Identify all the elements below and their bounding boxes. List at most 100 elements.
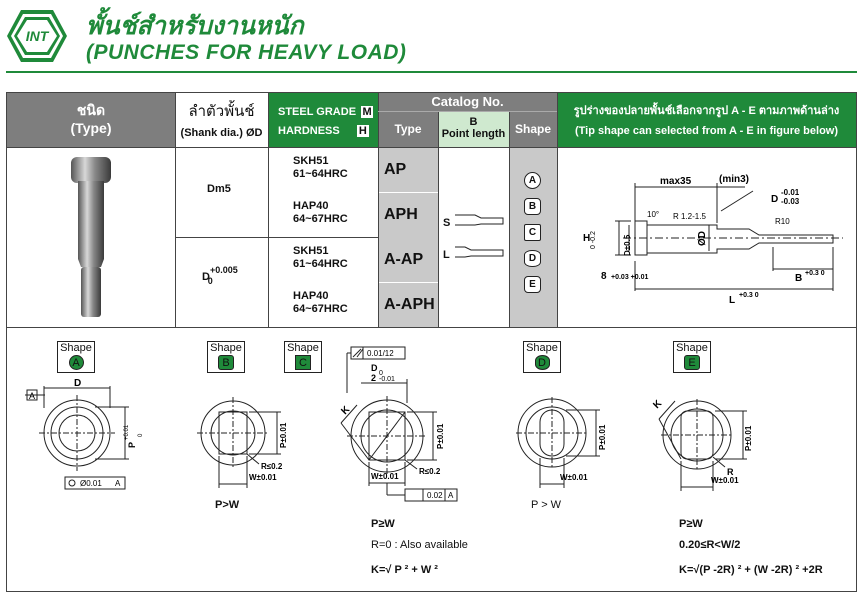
shape-c-d-half: 2 [371, 373, 376, 383]
type-column-header: ชนิด (Type) [7, 93, 175, 147]
shape-a-ref: A [29, 391, 35, 401]
shape-a-p: P [127, 442, 137, 448]
shape-c-note-3: K=√ P ² + W ² [371, 564, 438, 576]
punch-spec-table: ชนิด (Type) ลำตัวพั้นช์ (Shank dia.) ØD … [6, 92, 857, 592]
shape-b-title: Shape [210, 342, 242, 354]
shape-option-b: B [524, 198, 541, 215]
dim-od: ØD [697, 231, 708, 246]
point-length-b: B [469, 116, 478, 128]
shape-header: Shape [509, 111, 557, 147]
shape-a-d: D [74, 378, 81, 389]
steel-grade-badge: M [361, 106, 374, 118]
shape-c-note-1: P≥W [371, 518, 395, 530]
dim-l: L [729, 295, 735, 306]
shank-header-thai: ลำตัวพั้นช์ [188, 103, 255, 120]
shape-b-note: P>W [215, 499, 240, 511]
type-code-ap: AP [384, 161, 407, 178]
shape-c-flat-ref: A [448, 491, 454, 500]
row1-hardness: 61~64HRC [293, 168, 348, 180]
dim-b: B [795, 273, 802, 284]
shank-d-sup: +0.005 [209, 265, 238, 275]
dim-d05: D±0.5 [623, 234, 632, 256]
punch-image [71, 157, 111, 317]
dim-l-tol: +0.3 0 [739, 292, 759, 299]
shape-b-drawing: P±0.01 R≤0.2 W±0.01 [197, 397, 288, 488]
short-point-icon [455, 214, 504, 226]
shape-a-conc-ref: A [115, 479, 121, 488]
type-header-english: (Type) [70, 120, 112, 136]
shape-a-badge: A [68, 355, 84, 370]
dim-d-tol-sub: -0.03 [781, 197, 800, 206]
logo-text: INT [26, 28, 50, 44]
tip-header-thai: รูปร่างของปลายพั้นช์เลือกจากรูป A - E ตา… [573, 105, 840, 117]
shank-dm5: Dm5 [207, 183, 231, 195]
shape-a-p-sub: 0 [138, 433, 144, 437]
long-point-icon [455, 246, 504, 258]
shank-d-base: D [202, 271, 210, 283]
row4-hardness: 64~67HRC [293, 303, 348, 315]
shape-e-title: Shape [676, 342, 708, 354]
hardness-badge: H [356, 125, 369, 137]
shape-d-note: P > W [531, 499, 562, 511]
point-length-label: Point length [441, 128, 506, 140]
steel-grade-label: STEEL GRADE [278, 106, 357, 118]
shape-a-title: Shape [60, 342, 92, 354]
row3-steel-grade: SKH51 [293, 245, 329, 257]
hardness-label: HARDNESS [278, 125, 340, 137]
shape-e-note-1: P≥W [679, 518, 703, 530]
shape-option-a: A [524, 172, 541, 189]
dim-angle: 10° [647, 210, 659, 219]
shank-header-english: (Shank dia.) ØD [180, 127, 263, 139]
dim-min3: (min3) [719, 174, 749, 185]
shape-a-p-sup: +0.01 [124, 424, 130, 440]
shape-e-badge: E [684, 355, 700, 370]
dim-h-tol: 0 -0.2 [590, 231, 597, 249]
shape-d-title: Shape [526, 342, 558, 354]
shape-e-label: Shape E [673, 341, 711, 373]
punch-dimension-drawing: max35 (min3) D -0.01 -0.03 R 1.2-1.5 R10… [583, 174, 843, 306]
type-code-a-aph: A-APH [384, 296, 435, 313]
shape-d-label: Shape D [523, 341, 561, 373]
shape-a-conc: Ø0.01 [80, 479, 102, 488]
shape-b-label: Shape B [207, 341, 245, 373]
tip-header-english: (Tip shape can selected from A - E in fi… [574, 125, 839, 137]
row2-steel-grade: HAP40 [293, 200, 329, 212]
row3-hardness: 61~64HRC [293, 258, 348, 270]
point-length-s: S [443, 217, 451, 229]
shape-c-badge: C [295, 355, 311, 370]
shape-a-label: Shape A [57, 341, 95, 373]
shape-b-p: P±0.01 [279, 422, 288, 448]
dim-max35: max35 [660, 176, 692, 187]
shape-option-d: D [524, 250, 541, 267]
shape-b-r: R≤0.2 [261, 462, 283, 471]
shape-c-drawing: 0.01/12 D 0 2 -0.01 K P±0.01 R≤0.2 W±0.0… [339, 346, 458, 502]
shape-c-flat: 0.02 [427, 491, 443, 500]
point-length-l: L [443, 249, 450, 261]
shape-e-p: P±0.01 [744, 425, 753, 451]
row4-steel-grade: HAP40 [293, 290, 329, 302]
row2-hardness: 64~67HRC [293, 213, 348, 225]
shape-d-p: P±0.01 [598, 424, 607, 450]
dim-d-tol: D [771, 194, 778, 205]
shape-e-r: R [727, 467, 734, 477]
shape-d-drawing: P±0.01 W±0.01 [516, 397, 607, 488]
dim-eight-tol: +0.03 +0.01 [611, 274, 648, 281]
dim-r12: R 1.2-1.5 [673, 212, 706, 221]
shape-option-e: E [524, 276, 541, 293]
header-divider [6, 71, 857, 73]
shank-d-sub: 0 [207, 276, 213, 286]
shank-column-header: ลำตัวพั้นช์ (Shank dia.) ØD [175, 93, 268, 147]
shape-c-p: P±0.01 [436, 423, 445, 449]
catalog-type-header: Type [378, 111, 438, 147]
shape-a-drawing: D A P +0.01 0 Ø0.01 A [25, 378, 144, 490]
dim-d-tol-sup: -0.01 [781, 188, 800, 197]
shape-c-parallel: 0.01/12 [367, 349, 394, 358]
shape-d-badge: D [534, 355, 550, 370]
shape-option-c: C [524, 224, 541, 241]
shape-b-badge: B [218, 355, 234, 370]
shape-c-r: R≤0.2 [419, 467, 441, 476]
dim-eight: 8 [601, 271, 607, 282]
